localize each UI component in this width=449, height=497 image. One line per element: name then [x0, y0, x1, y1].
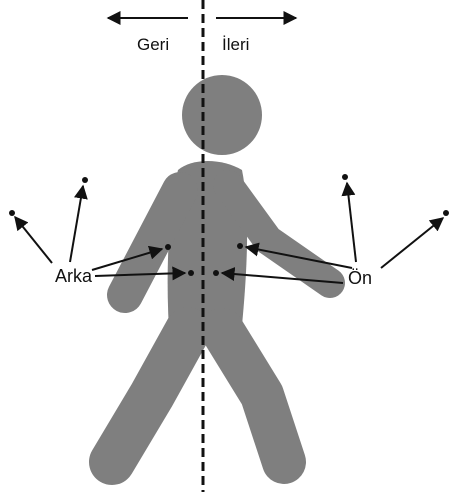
back-arrow-1 — [15, 217, 52, 263]
front-arrow-4 — [381, 218, 443, 268]
marker-back-outer-top — [82, 177, 88, 183]
figure-back-leg — [112, 330, 188, 462]
front-arrow-3 — [347, 183, 356, 262]
back-arrow-2 — [70, 186, 83, 262]
marker-front-outer-top — [342, 174, 348, 180]
marker-back-chest — [165, 244, 171, 250]
marker-back-outer-left — [9, 210, 15, 216]
figure-head — [182, 75, 262, 155]
marker-front-waist — [213, 270, 219, 276]
marker-back-waist — [188, 270, 194, 276]
front-label: Ön — [348, 268, 372, 288]
forward-label: İleri — [222, 35, 249, 54]
marker-front-chest — [237, 243, 243, 249]
backward-label: Geri — [137, 35, 169, 54]
marker-front-outer-right — [443, 210, 449, 216]
walking-person-icon — [112, 75, 330, 462]
figure-front-leg — [222, 330, 284, 462]
back-label: Arka — [55, 266, 93, 286]
